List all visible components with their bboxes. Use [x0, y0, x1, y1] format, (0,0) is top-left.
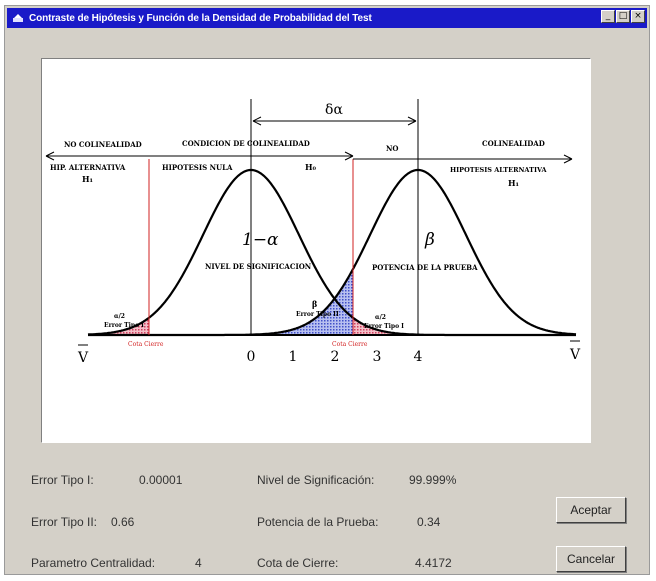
h0-label: H₀	[305, 162, 317, 172]
dialog-window: Contraste de Hipótesis y Función de la D…	[4, 5, 650, 575]
h1-left-label: H₁	[82, 174, 93, 184]
error-tipo-i-right-label: Error Tipo I	[364, 323, 404, 330]
maximize-button[interactable]: □	[616, 10, 630, 23]
title-buttons: _ □ ×	[601, 10, 645, 23]
title-bar[interactable]: Contraste de Hipótesis y Función de la D…	[7, 8, 647, 28]
parametro-label: Parametro Centralidad:	[31, 556, 156, 570]
tick-4: 4	[414, 349, 423, 365]
density-plot: δα NO COLINEALIDAD HIP. ALTERNATIVA H₁ C…	[45, 99, 581, 366]
no-colinealidad-label: NO COLINEALIDAD	[64, 140, 142, 149]
error-tipo1-label: Error Tipo I:	[31, 473, 94, 487]
tick-2: 2	[331, 349, 340, 365]
tick-1: 1	[289, 349, 298, 365]
nivel-significacion-label: NIVEL DE SIGNIFICACION	[205, 262, 312, 271]
hip-alternativa-label: HIP. ALTERNATIVA	[50, 163, 126, 172]
v-left-label: V	[77, 350, 89, 366]
cota-label: Cota de Cierre:	[257, 556, 339, 570]
beta-symbol: β	[424, 230, 435, 250]
hipotesis-alternativa-right-label: HIPOTESIS ALTERNATIVA	[450, 166, 548, 174]
beta-area-label: β	[312, 299, 317, 309]
cota-cierre-left-label: Cota Cierre	[128, 341, 164, 348]
error-tipo-i-left-label: Error Tipo I	[104, 322, 144, 329]
parametro-value: 4	[195, 556, 202, 570]
error-tipo-ii-label: Error Tipo II	[296, 311, 339, 318]
close-button[interactable]: ×	[631, 10, 645, 23]
nivel-value: 99.999%	[409, 473, 457, 487]
tick-0: 0	[247, 349, 256, 365]
condicion-colinealidad-label: CONDICION DE COLINEALIDAD	[182, 139, 310, 148]
potencia-prueba-label: POTENCIA DE LA PRUEBA	[372, 263, 478, 272]
alpha2-left-label: α/2	[114, 313, 125, 320]
one-minus-alpha-label: 1−α	[242, 230, 279, 250]
alpha2-right-label: α/2	[375, 314, 386, 321]
cancelar-button[interactable]: Cancelar	[556, 546, 626, 572]
delta-label: δα	[325, 102, 343, 118]
density-plot-panel: δα NO COLINEALIDAD HIP. ALTERNATIVA H₁ C…	[41, 58, 591, 443]
error-tipo2-label: Error Tipo II:	[31, 515, 98, 529]
aceptar-button[interactable]: Aceptar	[556, 497, 626, 523]
app-icon	[11, 11, 25, 25]
cota-value: 4.4172	[415, 556, 452, 570]
tick-3: 3	[373, 349, 382, 365]
alpha-right-area	[353, 317, 418, 335]
nivel-label: Nivel de Significación:	[257, 473, 375, 487]
hipotesis-nula-label: HIPOTESIS NULA	[162, 163, 233, 172]
window-title: Contraste de Hipótesis y Función de la D…	[29, 12, 372, 24]
potencia-label: Potencia de la Prueba:	[257, 515, 379, 529]
beta-error-area	[251, 269, 353, 335]
colinealidad-right-label: COLINEALIDAD	[482, 139, 545, 148]
no-label: NO	[386, 144, 399, 153]
v-right-label: V	[569, 347, 581, 363]
potencia-value: 0.34	[417, 515, 441, 529]
alpha-left-area	[88, 317, 149, 335]
error-tipo2-value: 0.66	[111, 515, 135, 529]
h1-right-label: H₁	[508, 178, 519, 188]
minimize-button[interactable]: _	[601, 10, 615, 23]
cota-cierre-right-label: Cota Cierre	[332, 341, 368, 348]
error-tipo1-value: 0.00001	[139, 473, 183, 487]
